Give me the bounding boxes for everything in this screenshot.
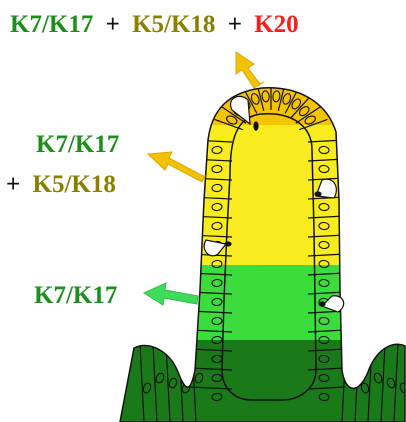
label-top-plus-2: +	[228, 11, 242, 38]
label-top-k7: K7/K17	[10, 11, 93, 38]
label-middle-plus: +	[6, 171, 20, 198]
goblet-mucus	[254, 122, 258, 130]
goblet-mucus	[315, 192, 321, 196]
label-bottom-k7: K7/K17	[34, 282, 117, 309]
arrow-top	[236, 52, 264, 88]
label-top-k20: K20	[254, 11, 298, 38]
arrow-middle	[148, 152, 205, 182]
goblet-mucus	[225, 242, 231, 246]
label-top-k5: K5/K18	[132, 11, 215, 38]
svg-text:K7/K17 + K5/K18: K7/K17 + K5/K18 + K20	[10, 11, 299, 38]
goblet-mucus	[319, 302, 325, 306]
arrow-bottom	[144, 283, 198, 305]
label-middle-k7: K7/K17	[36, 131, 119, 158]
svg-text:+ K5/K18: + K5/K18	[6, 171, 116, 198]
label-middle-k5: K5/K18	[33, 171, 116, 198]
label-top-plus-1: +	[106, 11, 120, 38]
